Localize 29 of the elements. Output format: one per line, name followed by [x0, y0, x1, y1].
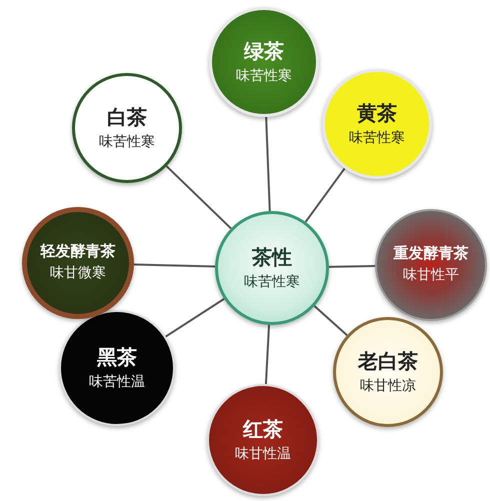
tea-property: 味甘微寒 — [50, 264, 106, 284]
tea-circle — [59, 310, 175, 426]
connector-line — [264, 324, 270, 384]
tea-name: 绿茶 — [244, 38, 284, 64]
tea-property: 味苦性寒 — [349, 128, 405, 148]
tea-circle — [215, 211, 329, 325]
connector-line — [314, 305, 348, 336]
tea-name: 红茶 — [243, 416, 283, 442]
connector-line — [134, 263, 216, 268]
connector-line — [304, 168, 346, 223]
tea-circle — [333, 317, 443, 427]
tea-name: 黄茶 — [357, 100, 397, 126]
tea-name: 老白茶 — [358, 348, 418, 374]
connector-line — [328, 265, 376, 268]
tea-property: 味苦性寒 — [236, 66, 292, 86]
tea-property: 味甘性温 — [235, 444, 291, 464]
connector-line — [166, 165, 232, 230]
tea-name: 重发酵青茶 — [394, 244, 468, 264]
tea-property: 味苦性寒 — [244, 272, 300, 292]
tea-property: 味甘性凉 — [360, 376, 416, 396]
tea-name: 黑茶 — [97, 344, 137, 370]
tea-property: 味苦性寒 — [99, 132, 155, 152]
tea-name: 轻发酵青茶 — [40, 242, 116, 262]
tea-name: 茶性 — [252, 244, 292, 270]
tea-property: 味甘性平 — [403, 266, 459, 286]
tea-property: 味苦性温 — [89, 372, 145, 392]
connector-line — [165, 298, 225, 338]
tea-name: 白茶 — [107, 104, 147, 130]
connector-line — [265, 116, 271, 212]
